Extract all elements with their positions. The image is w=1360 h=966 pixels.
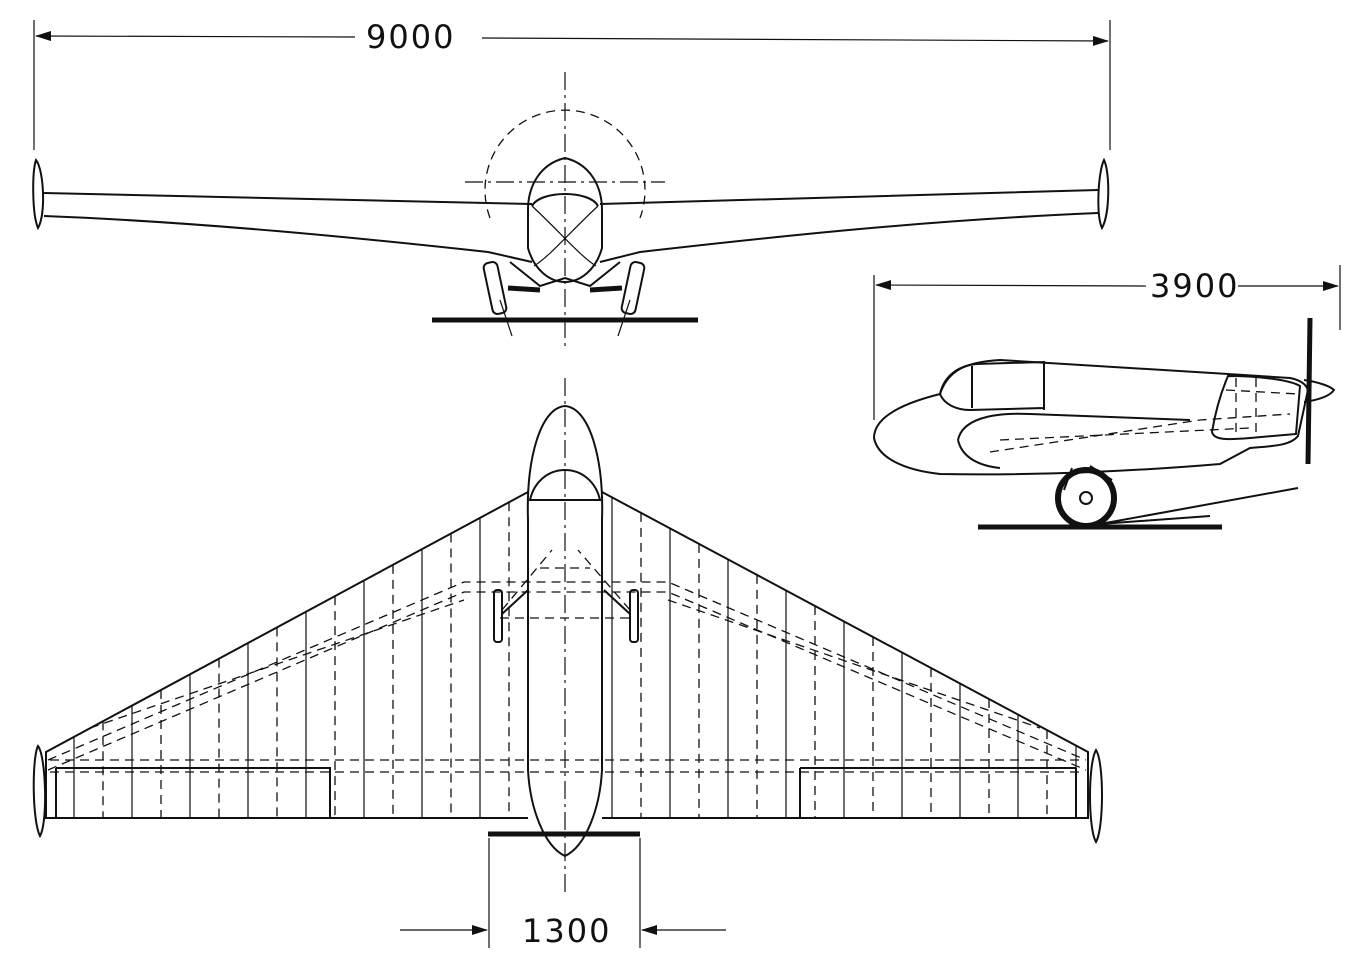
top-right-aileron bbox=[799, 767, 1077, 818]
side-propeller bbox=[1305, 317, 1313, 465]
front-left-tip-fin bbox=[32, 157, 45, 231]
side-hidden-lines bbox=[989, 413, 1291, 453]
side-fuselage bbox=[872, 358, 1310, 476]
side-canopy-glass bbox=[971, 362, 1045, 410]
top-view: 1300 bbox=[32, 378, 1103, 950]
top-left-aileron bbox=[55, 767, 331, 818]
top-canopy bbox=[528, 468, 602, 501]
span-dimension: 9000 bbox=[33, 18, 1111, 150]
top-landing-gear bbox=[493, 549, 639, 643]
length-dimension: 3900 bbox=[873, 265, 1341, 420]
propeller-disc bbox=[484, 109, 646, 219]
top-spar-lines bbox=[47, 581, 1087, 773]
span-dimension-label: 9000 bbox=[366, 18, 455, 56]
front-left-wing bbox=[43, 192, 533, 263]
top-fuselage bbox=[526, 404, 604, 858]
side-spinner bbox=[1303, 379, 1336, 403]
top-wing-ribs bbox=[73, 497, 1077, 818]
top-wing-outline bbox=[45, 491, 1089, 819]
side-wheel bbox=[1055, 467, 1117, 529]
front-canopy bbox=[531, 193, 599, 207]
track-dimension: 1300 bbox=[400, 838, 726, 950]
front-view: 9000 bbox=[32, 18, 1111, 350]
top-left-tip-fin bbox=[32, 744, 47, 839]
length-dimension-label: 3900 bbox=[1150, 267, 1239, 305]
side-skid bbox=[1099, 487, 1299, 525]
front-canopy-frame bbox=[531, 205, 599, 267]
side-wheel-hub bbox=[1079, 491, 1093, 505]
side-wing-root bbox=[957, 412, 1191, 469]
front-right-wing bbox=[599, 189, 1099, 263]
side-engine-cowling bbox=[1210, 374, 1302, 441]
side-view: 3900 bbox=[872, 265, 1341, 530]
front-right-tip-fin bbox=[1097, 157, 1110, 231]
side-canopy bbox=[938, 360, 1045, 412]
front-landing-gear bbox=[482, 261, 646, 337]
front-fuselage bbox=[527, 156, 603, 284]
top-right-tip-fin bbox=[1089, 748, 1103, 845]
track-dimension-label: 1300 bbox=[522, 912, 611, 950]
